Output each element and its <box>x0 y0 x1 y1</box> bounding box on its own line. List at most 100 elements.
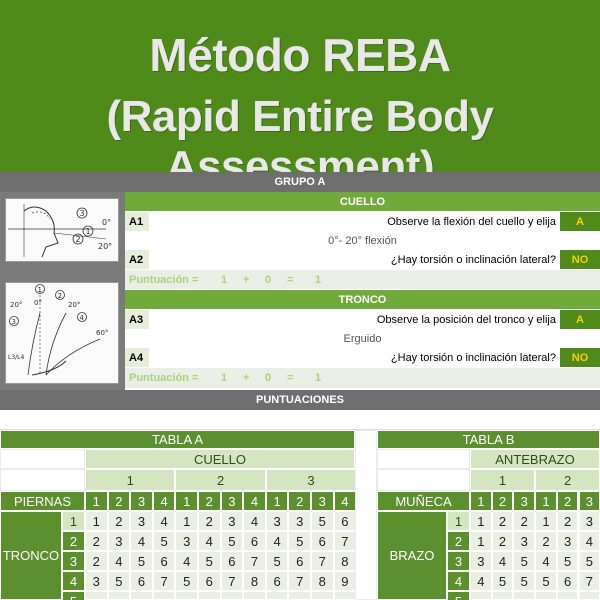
tabla-a-cell: 6 <box>220 551 244 571</box>
score-total: 1 <box>315 273 322 286</box>
svg-text:2: 2 <box>76 235 81 244</box>
question-a4: A4 ¿Hay torsión o inclinación lateral? N… <box>125 348 600 367</box>
tabla-a-tronco-level: 1 <box>62 511 85 531</box>
tabla-b-cell: 6 <box>556 571 579 591</box>
tabla-a-cell: 4 <box>107 551 131 571</box>
neck-diagram: 3 2 1 0° 20° <box>5 198 119 262</box>
tabla-b-antebrazo-header: ANTEBRAZO <box>470 449 600 469</box>
tabla-a-piernas-level: 4 <box>333 491 357 511</box>
tabla-a-cell: 4 <box>243 511 266 531</box>
tabla-a-cell: 6 <box>243 531 266 551</box>
score-value: 0 <box>265 372 272 384</box>
tabla-b-muneca-header: MUÑECA <box>377 491 470 511</box>
tabla-b-cell <box>491 591 514 600</box>
score-total: 1 <box>315 372 322 384</box>
score-value: 0 <box>265 273 272 286</box>
tabla-a-cell <box>175 591 198 600</box>
question-text: Observe la flexión del cuello y elija <box>387 215 556 228</box>
tabla-b-cell <box>535 591 557 600</box>
tabla-a-cell: 4 <box>265 531 289 551</box>
tabla-b-brazo-level: 1 <box>447 511 470 531</box>
tabla-a-cell: 7 <box>333 531 357 551</box>
tabla-b-cell: 3 <box>470 551 492 571</box>
tabla-a-cell: 3 <box>107 531 131 551</box>
tabla-a-piernas-level: 2 <box>107 491 131 511</box>
tabla-a-cell: 3 <box>265 511 289 531</box>
tabla-b-cell <box>578 591 600 600</box>
tabla-a-cell: 3 <box>175 531 198 551</box>
tabla-a-piernas-level: 3 <box>220 491 244 511</box>
tabla-b-corner-2 <box>377 469 470 491</box>
score-label: Puntuación = <box>129 273 199 286</box>
score-value: 1 <box>221 273 228 286</box>
tabla-a-cuello-level: 3 <box>265 469 357 491</box>
tabla-a-cell <box>198 591 221 600</box>
tabla-a-cell: 6 <box>130 571 153 591</box>
svg-text:2: 2 <box>58 292 62 300</box>
question-code: A3 <box>125 310 149 329</box>
tabla-a-cell <box>311 591 334 600</box>
tabla-b-muneca-level: 1 <box>470 491 492 511</box>
tabla-a-cell: 6 <box>333 511 357 531</box>
tabla-a-cell <box>85 591 108 600</box>
tabla-a-cell: 5 <box>175 571 198 591</box>
tabla-a-cell <box>220 591 244 600</box>
tabla-a-cell: 6 <box>198 571 221 591</box>
tabla-a-cell: 7 <box>243 551 266 571</box>
tabla-a-cell: 5 <box>198 551 221 571</box>
tabla-a-cell: 4 <box>175 551 198 571</box>
tabla-a-cell: 5 <box>265 551 289 571</box>
tabla-b-cell: 5 <box>578 551 600 571</box>
tabla-a-cell <box>265 591 289 600</box>
answer-select-a3[interactable]: A <box>560 310 600 329</box>
tabla-a-cell: 8 <box>311 571 334 591</box>
tabla-a-cell: 5 <box>130 551 153 571</box>
tabla-a-cell: 3 <box>85 571 108 591</box>
question-code: A1 <box>125 212 149 231</box>
tabla-a-cell <box>130 591 153 600</box>
tabla-a-cell: 5 <box>311 511 334 531</box>
tabla-b-title: TABLA B <box>377 430 600 449</box>
tabla-a-cell: 2 <box>85 531 108 551</box>
tabla-a-corner-2 <box>0 469 85 491</box>
tabla-a-cell: 5 <box>107 571 131 591</box>
tabla-a-piernas-level: 3 <box>130 491 153 511</box>
tronco-header-label: TRONCO <box>338 293 387 306</box>
grupo-a-header: GRUPO A <box>0 172 600 192</box>
tabla-a-cell: 9 <box>333 571 357 591</box>
score-eq: = <box>287 372 294 384</box>
title-banner: Método REBA (Rapid Entire Body Assessmen… <box>0 0 600 191</box>
answer-select-a4[interactable]: NO <box>560 348 600 367</box>
tabla-b-cell <box>513 591 536 600</box>
tabla-a-tronco-level: 4 <box>62 571 85 591</box>
tabla-b-cell: 5 <box>513 571 536 591</box>
tabla-b-brazo-level: 3 <box>447 551 470 571</box>
tabla-a-cell <box>152 591 176 600</box>
tabla-b-muneca-level: 3 <box>578 491 600 511</box>
question-text: Observe la posición del tronco y elija <box>376 313 556 326</box>
answer-detail-a3: Erguido <box>125 329 600 348</box>
answer-select-a1[interactable]: A <box>560 212 600 231</box>
tabla-a-piernas-level: 3 <box>311 491 334 511</box>
tabla-b-cell: 4 <box>470 571 492 591</box>
tabla-b-cell: 5 <box>556 551 579 571</box>
tabla-a-cell: 5 <box>220 531 244 551</box>
tabla-a-tronco-level: 3 <box>62 551 85 571</box>
tabla-b-muneca-level: 1 <box>535 491 557 511</box>
tabla-b-cell: 3 <box>513 531 536 551</box>
svg-text:20°: 20° <box>10 301 22 309</box>
tabla-a-cell <box>288 591 311 600</box>
tabla-b-cell: 5 <box>513 551 536 571</box>
tabla-a-cell: 8 <box>243 571 266 591</box>
tabla-a-piernas-level: 2 <box>288 491 311 511</box>
tronco-header: TRONCO <box>125 290 600 309</box>
tabla-a-cell: 7 <box>152 571 176 591</box>
tronco-score-row: Puntuación = 1 + 0 = 1 <box>125 368 600 388</box>
tabla-a-cell: 8 <box>333 551 357 571</box>
tabla-b-cell: 2 <box>513 511 536 531</box>
tabla-a-piernas-level: 4 <box>152 491 176 511</box>
spacer-row <box>0 410 600 430</box>
svg-text:3: 3 <box>80 209 85 218</box>
answer-select-a2[interactable]: NO <box>560 250 600 269</box>
cuello-score-row: Puntuación = 1 + 0 = 1 <box>125 270 600 289</box>
